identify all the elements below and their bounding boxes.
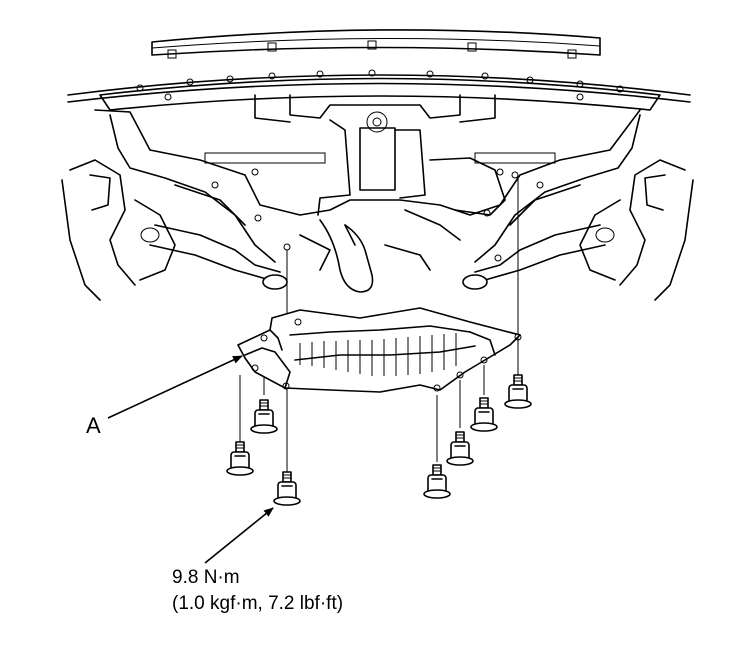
torque-spec-line1: 9.8 N·m: [172, 567, 240, 588]
bolt-2: [226, 441, 254, 476]
bumper-beam: [151, 29, 601, 59]
leader-arrow-a: [107, 355, 243, 419]
bolt-4: [423, 464, 451, 499]
torque-spec-line2: (1.0 kgf·m, 7.2 lbf·ft): [172, 593, 344, 614]
bolt-3: [273, 471, 301, 506]
left-suspension: [61, 159, 288, 301]
subframe: [94, 93, 641, 263]
leader-arrow-torque: [204, 507, 274, 564]
engine-center: [299, 119, 506, 293]
callout-label-a: A: [86, 413, 101, 438]
engine-undercover: [237, 307, 522, 393]
bolt-1: [250, 399, 278, 434]
bolt-5: [446, 431, 474, 466]
mount-points: [254, 171, 519, 262]
bolt-6: [470, 397, 498, 432]
bolt-7: [504, 374, 532, 409]
lower-frame: [67, 69, 691, 111]
